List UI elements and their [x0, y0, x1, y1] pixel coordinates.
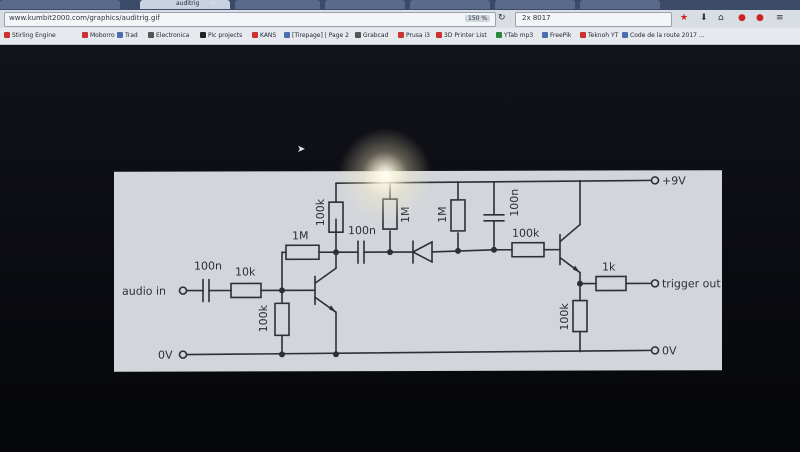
supply-terminal [650, 176, 660, 185]
bookmark-favicon-icon [148, 32, 154, 38]
tab-1[interactable] [0, 0, 120, 9]
bookmark-favicon-icon [200, 32, 206, 38]
bookmark-item[interactable]: [Tirepage] | Page 2 [284, 32, 349, 39]
address-bar[interactable]: www.kumbit2000.com/graphics/auditrig.gif… [4, 12, 496, 27]
tab-auditrig-label: auditrig [176, 0, 200, 7]
extension-icon[interactable]: ● [738, 13, 746, 23]
label-r-base-gnd: 100k [257, 304, 270, 332]
resistor-1k-out [595, 275, 627, 292]
resistor-100k-emitter [572, 299, 588, 333]
reload-icon[interactable]: ↻ [498, 13, 506, 23]
bookmark-favicon-icon [542, 32, 548, 38]
ground-rail [185, 349, 653, 356]
search-box[interactable]: 2x 8017 [515, 12, 672, 27]
label-trigger-out: trigger out [662, 277, 721, 290]
label-c-filter: 100n [508, 189, 521, 217]
bookmark-favicon-icon [580, 32, 586, 38]
home-icon[interactable]: ⌂ [718, 13, 724, 23]
resistor-1m-top2 [450, 199, 466, 232]
mouse-cursor-icon: ➤ [297, 144, 306, 155]
resistor-100k-base [274, 302, 290, 337]
tab-7[interactable] [580, 0, 660, 9]
resistor-10k [230, 282, 262, 299]
tab-6[interactable] [495, 0, 575, 9]
bookmark-item[interactable]: Code de la route 2017 ... [622, 32, 705, 39]
output-terminal [650, 279, 660, 288]
resistor-1m-bias [285, 244, 320, 261]
label-c-couple: 100n [348, 224, 376, 237]
ground-terminal [178, 350, 188, 359]
ground-out-terminal [650, 346, 660, 355]
search-text: 2x 8017 [522, 14, 551, 22]
bookmark-item[interactable]: Electronica [148, 32, 189, 39]
label-c-in: 100n [194, 260, 222, 273]
label-r-base2: 100k [512, 227, 540, 240]
bookmark-item[interactable]: YTab mp3 [496, 32, 533, 39]
label-audio-in: audio in [122, 285, 166, 298]
close-icon[interactable]: × [210, 0, 216, 7]
bookmark-item[interactable]: Pic projects [200, 32, 242, 39]
bookmark-favicon-icon [398, 32, 404, 38]
bookmark-item[interactable]: FreePik [542, 32, 571, 39]
zoom-level[interactable]: 150 % [465, 15, 491, 22]
tab-3[interactable] [235, 0, 320, 9]
tab-auditrig[interactable]: auditrig [140, 0, 230, 9]
resistor-1m-top1 [382, 198, 398, 230]
bookmark-item[interactable]: Moborro [82, 32, 115, 39]
bookmark-item[interactable]: KANS [252, 32, 276, 39]
bookmark-favicon-icon [284, 32, 290, 38]
bookmark-favicon-icon [117, 32, 123, 38]
navigation-bar: www.kumbit2000.com/graphics/auditrig.gif… [0, 10, 800, 28]
bookmarks-bar: Stirling Engine Moborro Trad Electronica… [0, 28, 800, 45]
address-text: www.kumbit2000.com/graphics/auditrig.gif [9, 14, 160, 22]
tab-5[interactable] [410, 0, 490, 9]
bookmark-favicon-icon [622, 32, 628, 38]
label-ground-out: 0V [662, 344, 677, 357]
bookmark-item[interactable]: Trad [117, 32, 138, 39]
label-r-out: 1k [602, 260, 616, 273]
bookmark-item[interactable]: Grabcad [355, 32, 388, 39]
bookmark-favicon-icon [436, 32, 442, 38]
bookmark-item[interactable]: Teknoh YT [580, 32, 618, 39]
bookmark-favicon-icon [496, 32, 502, 38]
bookmark-favicon-icon [355, 32, 361, 38]
label-ground: 0V [158, 349, 173, 362]
schematic-image: audio in 0V +9V trigger out 0V 100n 10k … [114, 170, 722, 372]
menu-icon[interactable]: ≡ [776, 13, 784, 23]
extension-icon[interactable]: ● [756, 13, 764, 23]
label-r-top2: 1M [436, 206, 449, 223]
label-r-in: 10k [235, 265, 256, 278]
resistor-100k-base2 [511, 241, 545, 258]
tab-4[interactable] [325, 0, 405, 9]
bookmark-item[interactable]: 3D Printer List [436, 32, 487, 39]
schematic-svg: audio in 0V +9V trigger out 0V 100n 10k … [122, 174, 721, 362]
downloads-icon[interactable]: ⬇ [700, 13, 708, 23]
label-r-top1: 1M [399, 207, 412, 224]
tab-bar: auditrig × [0, 0, 800, 10]
bookmark-favicon-icon [82, 32, 88, 38]
bookmark-item[interactable]: Prusa i3 [398, 32, 430, 39]
label-supply: +9V [662, 174, 686, 187]
diode-triangle [411, 240, 433, 264]
label-r-bias: 1M [292, 229, 308, 242]
bookmark-item[interactable]: Stirling Engine [4, 32, 56, 39]
bookmark-star-icon[interactable]: ★ [680, 13, 689, 23]
label-r-collector: 100k [314, 198, 327, 226]
label-r-emitter: 100k [558, 303, 571, 331]
input-terminal [178, 286, 188, 295]
bookmark-favicon-icon [4, 32, 10, 38]
bookmark-favicon-icon [252, 32, 258, 38]
